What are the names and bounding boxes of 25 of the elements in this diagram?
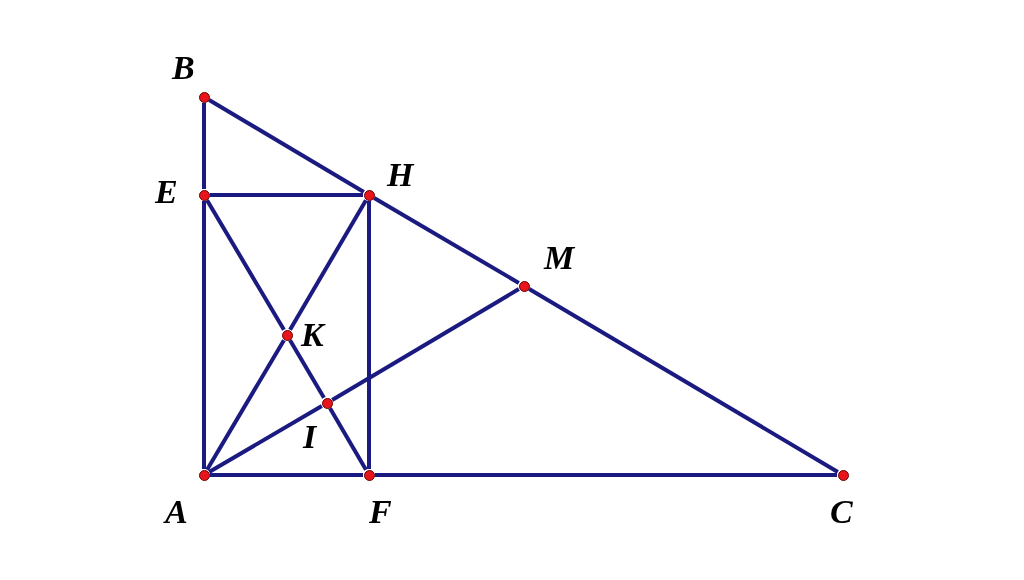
line-segment — [210, 473, 363, 477]
line-segment — [210, 193, 363, 197]
line-segment — [328, 407, 368, 471]
point-label: I — [303, 420, 317, 454]
point-label: A — [165, 495, 188, 529]
line-segment — [202, 201, 206, 469]
point-label: H — [387, 158, 414, 192]
line-segment — [202, 103, 206, 189]
line-segment — [373, 196, 520, 285]
line-segment — [528, 287, 839, 474]
point-label: C — [830, 495, 853, 529]
line-segment — [288, 199, 368, 331]
point-label: E — [155, 175, 178, 209]
line-segment — [208, 98, 365, 194]
point-label: M — [544, 241, 575, 275]
line-segment — [288, 339, 326, 399]
line-segment — [331, 287, 520, 402]
line-segment — [208, 404, 323, 474]
line-segment — [205, 199, 286, 331]
point-label: F — [369, 495, 392, 529]
line-segment — [367, 201, 371, 469]
point-label: B — [172, 51, 195, 85]
line-segment — [375, 473, 837, 477]
point-label: K — [301, 318, 324, 352]
line-segment — [205, 339, 286, 471]
